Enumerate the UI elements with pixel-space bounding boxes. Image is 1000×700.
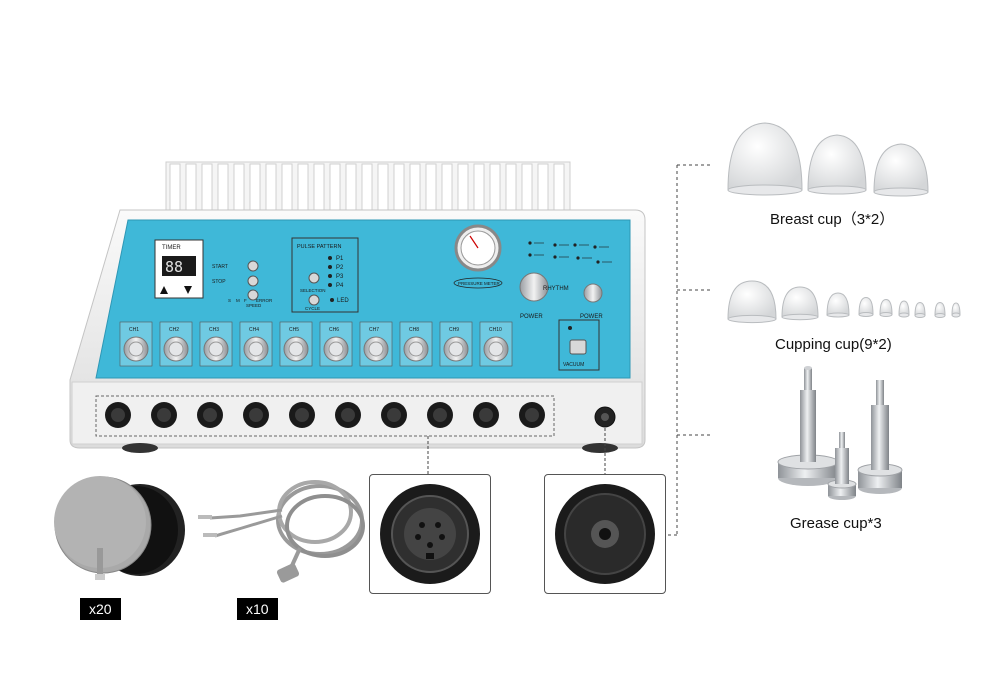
status-led [528,241,532,245]
cupping-cup [781,286,819,318]
channel-knob-9[interactable]: CH9 [439,321,473,367]
grease-cups [777,366,903,500]
cycle-label: CYCLE [305,306,320,311]
speed-label: SPEED [246,303,262,308]
channel-knob-8[interactable]: CH8 [399,321,433,367]
electrode-pads [54,476,185,580]
rf-power-knob[interactable] [583,283,603,303]
channel-knob-3[interactable]: CH3 [199,321,233,367]
status-led [593,245,597,249]
pattern-p2: P2 [336,265,344,271]
cupping-cup [951,302,961,316]
start-label: START [212,264,228,270]
cupping-cup [879,298,893,315]
connector-inset [369,474,491,594]
channel-knob-7[interactable]: CH7 [359,321,393,367]
pressure-meter-label: PRESSURE METER [458,281,501,286]
channel-knob-5[interactable]: CH5 [279,321,313,367]
status-led [573,243,577,247]
sockets-frame [95,395,555,437]
pattern-p4: P4 [336,283,344,289]
breast-cups [727,122,929,197]
cupping-cup-caption: Cupping cup(9*2) [775,336,892,353]
pulse-pattern-label: PULSE PATTERN [297,244,341,250]
status-led-cluster [528,241,612,264]
cupping-cup [858,296,874,315]
channel-knob-6[interactable]: CH6 [319,321,353,367]
channel-label: CH8 [409,327,419,333]
power-label-1: POWER [520,314,543,320]
timer-display: 88 [165,258,183,276]
pattern-p3: P3 [336,274,344,280]
pulse-pattern-box [291,237,359,313]
status-led [596,260,600,264]
cable-count-badge: x10 [237,598,278,620]
channel-knob-1[interactable]: CH1 [119,321,153,367]
selection-button[interactable] [308,272,320,284]
status-led [553,255,557,259]
grease-cup-caption: Grease cup*3 [790,515,882,532]
cupping-cup [898,300,910,316]
electrode-cable [198,480,365,583]
cycle-button[interactable] [308,294,320,306]
pattern-p1: P1 [336,256,344,262]
channel-label: CH2 [169,327,179,333]
rhythm-label: RHYTHM [543,286,569,292]
channel-label: CH1 [129,327,139,333]
status-led [576,256,580,260]
speed-f: F [244,298,247,303]
vacuum-power-knob[interactable] [519,272,549,302]
channel-label: CH10 [489,327,502,333]
cupping-cup [727,280,777,320]
channel-label: CH9 [449,327,459,333]
error-label: ERROR [256,298,273,303]
channel-label: CH4 [249,327,259,333]
stop-button[interactable] [247,275,259,287]
status-led [528,253,532,257]
led-label: LED [337,298,349,304]
cupping-cup [826,292,850,316]
timer-down-arrow[interactable] [184,286,192,294]
cooling-fins [165,161,571,221]
speed-s: S [228,298,231,303]
channel-label: CH5 [289,327,299,333]
channel-label: CH7 [369,327,379,333]
channel-label: CH6 [329,327,339,333]
vacuum-socket-inset [544,474,666,594]
start-button[interactable] [247,260,259,272]
vacuum-label: VACUUM [563,362,584,368]
vacuum-box [558,319,600,371]
channel-label: CH3 [209,327,219,333]
speed-button[interactable] [247,289,259,301]
cupping-cups [727,280,961,324]
power-label-2: POWER [580,314,603,320]
breast-cup-caption: Breast cup（3*2） [770,211,895,228]
vacuum-button[interactable] [569,339,587,355]
selection-label: SELECTION [300,288,326,293]
stop-label: STOP [212,279,226,285]
channel-knob-4[interactable]: CH4 [239,321,273,367]
channel-knob-2[interactable]: CH2 [159,321,193,367]
timer-label: TIMER [162,245,181,251]
speed-m: M [236,298,240,303]
cupping-cup [914,301,926,316]
channel-knob-10[interactable]: CH10 [479,321,513,367]
cupping-cup [934,301,946,316]
pads-count-badge: x20 [80,598,121,620]
timer-up-arrow[interactable] [160,286,168,294]
status-led [553,243,557,247]
